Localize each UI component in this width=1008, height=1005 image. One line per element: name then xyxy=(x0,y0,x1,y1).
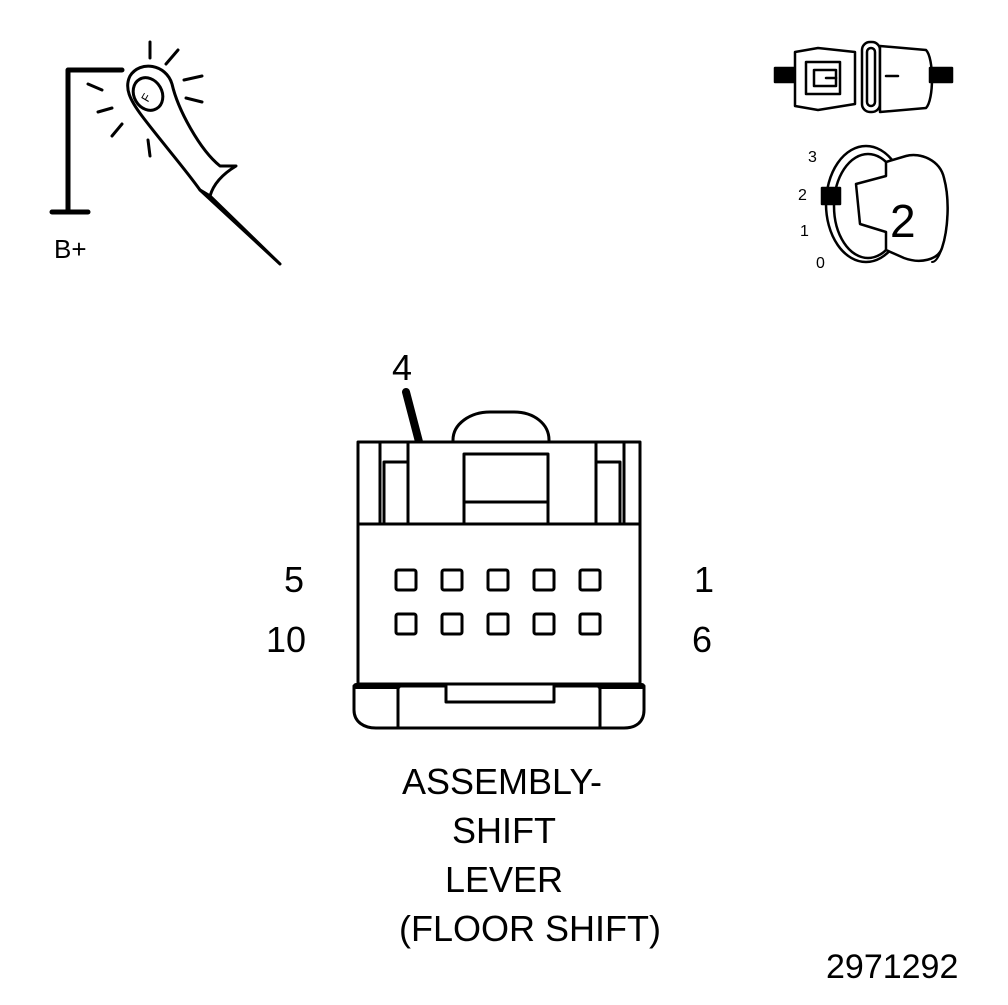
pin-cavity xyxy=(486,568,510,592)
figure-id: 2971292 xyxy=(826,948,959,986)
probe-body xyxy=(126,64,238,198)
pin-cavity xyxy=(394,612,418,636)
pin-cavity xyxy=(394,568,418,592)
ignition-indicator-mark xyxy=(820,186,842,206)
ignition-key-icon xyxy=(820,144,949,264)
lamp-bulb xyxy=(131,76,165,112)
pin-cavity xyxy=(532,568,556,592)
pin-cavity xyxy=(578,612,602,636)
pin-cavity-grid xyxy=(394,568,602,636)
pin-label-top-right: 1 xyxy=(694,559,715,600)
target-pin-label: 4 xyxy=(392,347,413,388)
caption-line-2: SHIFT xyxy=(452,810,556,851)
ignition-selected-position: 2 xyxy=(890,195,916,247)
shift-lever-connector xyxy=(352,410,646,730)
disconnected-connector-icon xyxy=(773,40,954,114)
caption-line-4: (FLOOR SHIFT) xyxy=(399,908,661,949)
pin-label-bottom-left: 10 xyxy=(266,619,307,660)
caption-line-3: LEVER xyxy=(444,859,564,900)
supply-label: B+ xyxy=(54,234,87,264)
ignition-position-3: 3 xyxy=(808,149,817,166)
test-lamp-icon: F xyxy=(49,40,282,266)
ignition-position-2: 2 xyxy=(798,187,807,204)
pin-cavity xyxy=(440,568,464,592)
pin-label-top-left: 5 xyxy=(284,559,305,600)
pin-label-bottom-right: 6 xyxy=(692,619,713,660)
ignition-position-0: 0 xyxy=(816,255,825,272)
pin-cavity xyxy=(532,612,556,636)
probe-wire xyxy=(65,67,125,215)
pin-cavity xyxy=(440,612,464,636)
ignition-position-1: 1 xyxy=(800,223,809,240)
caption-line-1: ASSEMBLY- xyxy=(401,761,603,802)
pin-cavity xyxy=(578,568,602,592)
pin-cavity xyxy=(486,612,510,636)
light-rays xyxy=(86,40,204,158)
